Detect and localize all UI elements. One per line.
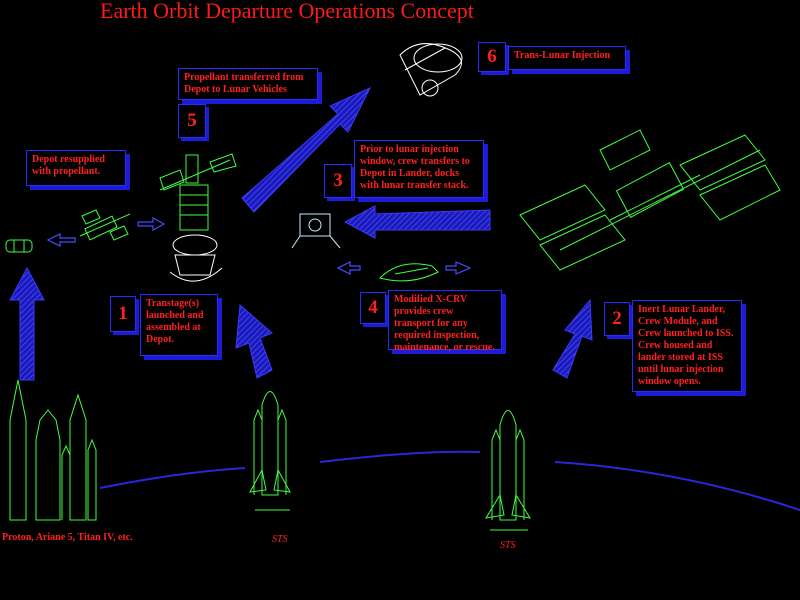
elv-caption: Proton, Ariane 5, Titan IV, etc. — [2, 532, 133, 543]
step-5-box: Propellant transferred from Depot to Lun… — [178, 68, 318, 100]
depot-resupply-note: Depot resupplied with propellant. — [26, 150, 126, 186]
step-2-number: 2 — [604, 302, 630, 336]
arrow-elv-to-depot — [9, 266, 45, 381]
step-5-number: 5 — [178, 104, 206, 138]
sts-right-caption: STS — [500, 540, 516, 551]
step-2-box: Inert Lunar Lander, Crew Module, and Cre… — [632, 300, 742, 392]
propellant-tanker — [5, 239, 33, 253]
lunar-transfer-stack — [169, 234, 223, 282]
arrow-depot-to-tli — [241, 86, 372, 213]
arrow-sts-to-depot — [235, 303, 273, 379]
x-crv-vehicle — [379, 263, 439, 282]
step-6-box: Trans-Lunar Injection — [508, 46, 626, 70]
tli-vehicle — [399, 43, 463, 97]
step-4-number: 4 — [360, 292, 386, 324]
arrow-iss-to-depot — [343, 205, 491, 239]
step-4-box: Modified X-CRV provides crew transport f… — [388, 290, 502, 353]
resupply-vehicle — [79, 209, 131, 241]
step-6-number: 6 — [478, 42, 506, 72]
propellant-depot — [159, 153, 237, 231]
elv-rockets — [9, 379, 97, 521]
diagram-title: Earth Orbit Departure Operations Concept — [100, 0, 474, 23]
shuttle-left — [249, 391, 291, 511]
earth-horizon — [554, 461, 800, 511]
sts-left-caption: STS — [272, 534, 288, 545]
shuttle-right — [485, 410, 531, 531]
iss — [519, 129, 781, 271]
earth-horizon — [319, 450, 481, 463]
step-1-box: Transtage(s) launched and assembled at D… — [140, 294, 218, 356]
step-3-number: 3 — [324, 164, 352, 198]
arrow-sts-to-iss — [552, 298, 593, 379]
small-arrow-left — [46, 216, 472, 275]
step-1-number: 1 — [110, 296, 136, 332]
step-3-box: Prior to lunar injection window, crew tr… — [354, 140, 484, 198]
earth-horizon — [99, 467, 246, 489]
lunar-lander — [291, 213, 341, 249]
